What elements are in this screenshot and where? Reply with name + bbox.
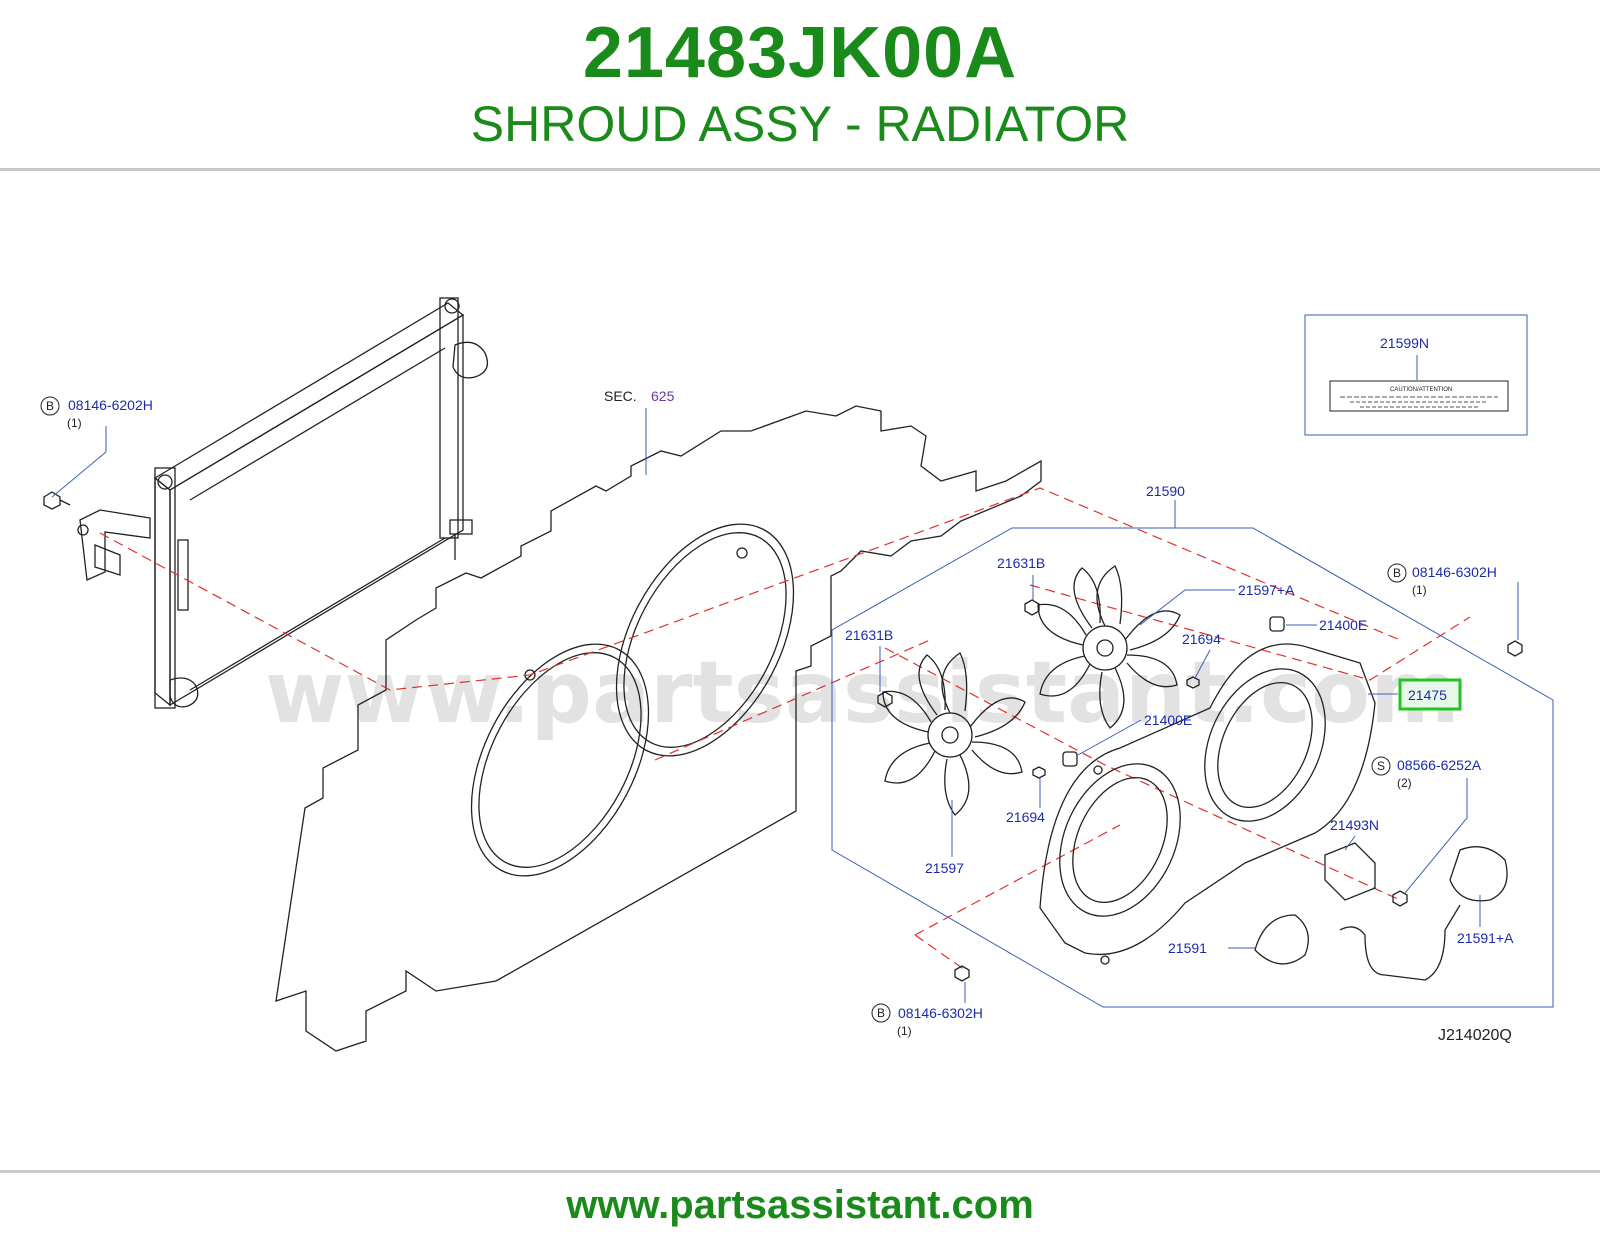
sec-prefix-label: SEC. — [604, 388, 637, 404]
footer-website[interactable]: www.partsassistant.com — [566, 1183, 1034, 1227]
part-name-subtitle: SHROUD ASSY - RADIATOR — [470, 96, 1130, 152]
svg-text:B: B — [877, 1006, 885, 1020]
nut-21631b-upper-label[interactable]: 21631B — [997, 555, 1045, 571]
label-21599n-label[interactable]: 21599N — [1380, 335, 1429, 351]
nut-21631b-lower-label[interactable]: 21631B — [845, 627, 893, 643]
bolt-right-qty: (1) — [1412, 583, 1427, 597]
fan-21597-label[interactable]: 21597 — [925, 860, 964, 876]
bolt-left-label: 08146-6202H — [68, 397, 153, 413]
bolt-bottom-callout[interactable]: B 08146-6302H (1) — [871, 982, 983, 1038]
shroud-21475-highlight — [1398, 678, 1462, 711]
caution-text: CAUTION/ATTENTION — [1390, 387, 1452, 393]
fan-left — [882, 652, 1026, 816]
screw-08566-qty: (2) — [1397, 776, 1412, 790]
drawing-code: J214020Q — [1438, 1027, 1512, 1044]
bushing-21400e-lower-label[interactable]: 21400E — [1144, 712, 1192, 728]
bolt-left-callout[interactable]: B 08146-6202H (1) — [40, 396, 153, 498]
shroud-21475-label[interactable]: 21475 — [1408, 687, 1447, 703]
radiator-bracket — [43, 491, 151, 581]
screw-21694-lower-label[interactable]: 21694 — [1006, 809, 1045, 825]
hardware — [877, 599, 1523, 982]
bolt-bottom-label: 08146-6302H — [898, 1005, 983, 1021]
screw-08566-label: 08566-6252A — [1397, 757, 1482, 773]
bolt-left-qty: (1) — [67, 416, 82, 430]
footer-divider — [0, 1170, 1600, 1173]
svg-text:S: S — [1377, 759, 1385, 773]
header-divider — [0, 168, 1600, 171]
bushing-21400e-upper-label[interactable]: 21400E — [1319, 617, 1367, 633]
svg-text:B: B — [46, 399, 54, 413]
sec-number-link[interactable]: 625 — [651, 388, 675, 404]
bolt-right-callout[interactable]: B 08146-6302H (1) — [1387, 563, 1519, 640]
watermark: www.partsassistant.com — [265, 643, 1460, 743]
fan-right — [1037, 565, 1181, 729]
shroud-assy-label[interactable]: 21590 — [1146, 483, 1185, 499]
assembly-boundary — [831, 527, 1554, 1008]
motor-21591-label[interactable]: 21591 — [1168, 940, 1207, 956]
screw-21694-upper-label[interactable]: 21694 — [1182, 631, 1221, 647]
bolt-bottom-qty: (1) — [897, 1024, 912, 1038]
svg-text:B: B — [1393, 566, 1401, 580]
fan-21597a-label[interactable]: 21597+A — [1238, 582, 1295, 598]
part-number-title: 21483JK00A — [582, 13, 1018, 93]
screw-callout[interactable]: S 08566-6252A (2) — [1371, 756, 1482, 894]
label-21599n-box: 21599N CAUTION/ATTENTION — [1304, 314, 1528, 436]
sec-625-frame — [275, 405, 1042, 1052]
resistor-21493n-label[interactable]: 21493N — [1330, 817, 1379, 833]
radiator — [153, 297, 489, 709]
motor-21591a-label[interactable]: 21591+A — [1457, 930, 1514, 946]
shroud-21475 — [1039, 643, 1376, 965]
bolt-right-label: 08146-6302H — [1412, 564, 1497, 580]
